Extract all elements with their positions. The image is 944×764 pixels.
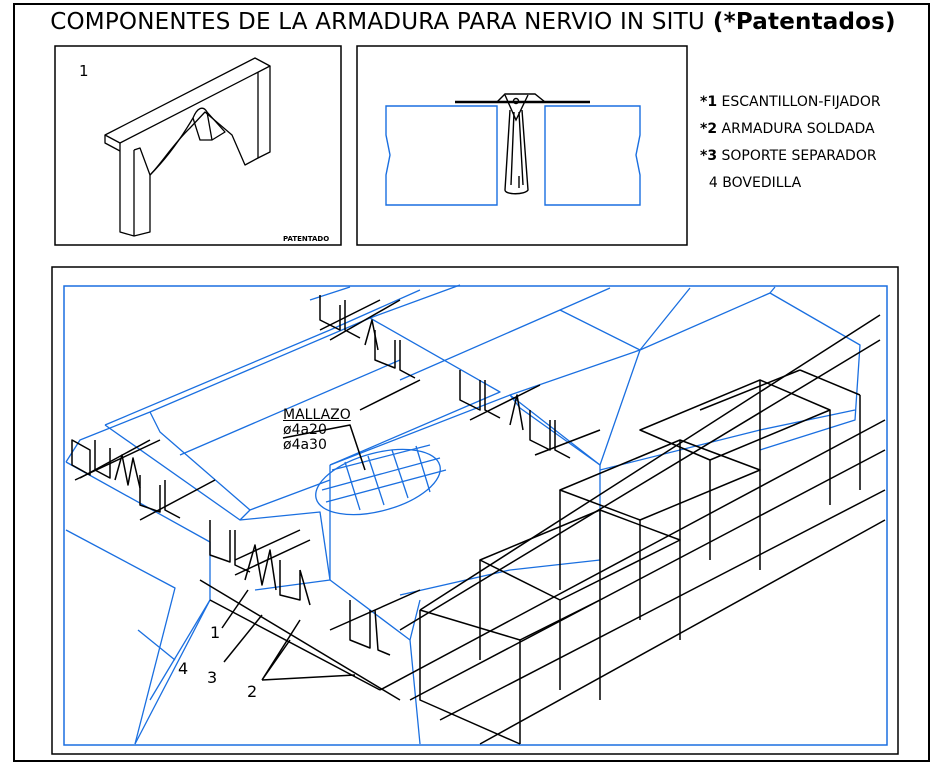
legend-text: ARMADURA SOLDADA — [721, 121, 875, 137]
legend-text: ESCANTILLON-FIJADOR — [721, 94, 881, 110]
components-legend: *1 ESCANTILLON-FIJADOR *2 ARMADURA SOLDA… — [700, 92, 930, 200]
legend-text: SOPORTE SEPARADOR — [721, 148, 877, 164]
armadura-cage — [71, 295, 886, 745]
panel-2-frame — [356, 45, 688, 246]
section-armadura — [455, 93, 590, 195]
legend-item: 4 BOVEDILLA — [700, 173, 930, 200]
bovedillas-blue — [65, 284, 861, 745]
legend-item: *3 SOPORTE SEPARADOR — [700, 146, 930, 173]
callout-1: 1 — [210, 623, 220, 642]
mallazo-label: MALLAZO ø4a20 ø4a30 — [283, 408, 351, 453]
callout-2: 2 — [247, 682, 257, 701]
panel-3-frame — [51, 266, 899, 755]
panel-section — [356, 45, 688, 246]
panel-3-inner-frame — [63, 285, 888, 746]
section-bovedillas — [385, 105, 641, 206]
title-note: (*Patentados) — [712, 9, 896, 35]
panel-perspective: 1 2 3 4 — [51, 266, 899, 755]
legend-marker: *3 — [700, 148, 718, 164]
mallazo-spec-1: ø4a20 — [283, 422, 327, 438]
panel-1-frame — [54, 45, 342, 246]
escantillon-drawing — [104, 57, 271, 237]
panel-1-number: 1 — [79, 62, 89, 80]
title-main: COMPONENTES DE LA ARMADURA PARA NERVIO I… — [50, 9, 705, 35]
mallazo-title: MALLAZO — [283, 407, 351, 423]
callout-4: 4 — [178, 659, 188, 678]
legend-marker: *2 — [700, 121, 718, 137]
outer-frame — [13, 3, 930, 762]
patentado-stamp: PATENTADO — [283, 235, 329, 243]
legend-item: *1 ESCANTILLON-FIJADOR — [700, 92, 930, 119]
page-title: COMPONENTES DE LA ARMADURA PARA NERVIO I… — [28, 6, 918, 38]
panel-escantillon: 1 PATENTADO — [54, 45, 342, 246]
callout-3: 3 — [207, 668, 217, 687]
legend-item: *2 ARMADURA SOLDADA — [700, 119, 930, 146]
mallazo-spec-2: ø4a30 — [283, 437, 327, 453]
legend-marker: *1 — [700, 94, 718, 110]
legend-marker: 4 — [708, 175, 718, 191]
legend-text: BOVEDILLA — [722, 175, 802, 191]
